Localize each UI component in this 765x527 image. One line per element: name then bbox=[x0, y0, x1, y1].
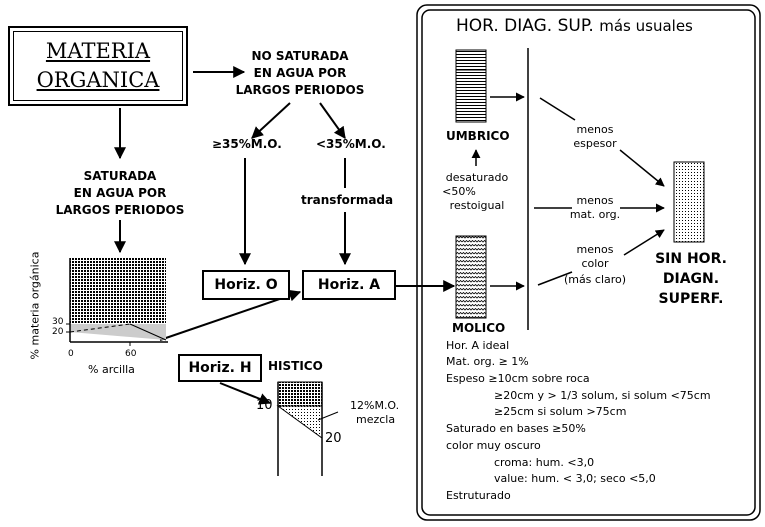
arrow-nosat-to-high bbox=[251, 102, 291, 139]
histico-bottom-depth: 20 bbox=[325, 431, 342, 446]
menos-matorg-1: menos bbox=[576, 194, 614, 207]
desaturado-line3: restoigual bbox=[449, 199, 505, 212]
histico-top-depth: 10 bbox=[256, 398, 273, 413]
molico-prop-6: color muy oscuro bbox=[446, 439, 541, 452]
sin-hor-line2: DIAGN. bbox=[662, 271, 720, 287]
menos-color-2: color bbox=[581, 257, 609, 270]
desaturado-line2: <50% bbox=[442, 185, 476, 198]
molico-label: MOLICO bbox=[452, 321, 506, 335]
desaturado-line1: desaturado bbox=[445, 171, 509, 184]
arrow-graph-to-a bbox=[159, 289, 302, 341]
materia-line1: MATERIA bbox=[45, 39, 151, 63]
sin-hor-line3: SUPERF. bbox=[658, 291, 724, 307]
transformada-label: transformada bbox=[301, 193, 394, 207]
graph-mo-arcilla bbox=[66, 258, 168, 346]
sin-hor-column bbox=[673, 161, 705, 243]
horiz-h-box: Horiz. H bbox=[178, 354, 262, 382]
no-saturada-line2: EN AGUA POR bbox=[253, 66, 347, 80]
histico-column bbox=[276, 381, 339, 476]
panel-title: HOR. DIAG. SUP. más usuales bbox=[456, 18, 693, 35]
materia-organica-box: MATERIA ORGANICA bbox=[8, 26, 188, 106]
mo-low-label: <35%M.O. bbox=[316, 137, 386, 151]
arrow-h-to-histico bbox=[219, 382, 272, 405]
arrow-espesor bbox=[619, 149, 665, 187]
no-saturada-line3: LARGOS PERIODOS bbox=[235, 83, 365, 97]
horiz-a-label: Horiz. A bbox=[317, 277, 381, 293]
menos-espesor-2: espesor bbox=[573, 137, 617, 150]
horiz-o-label: Horiz. O bbox=[214, 277, 278, 293]
menos-matorg-2: mat. org. bbox=[569, 208, 621, 221]
graph-ytick-30: 30 bbox=[52, 317, 64, 327]
no-saturada-line1: NO SATURADA bbox=[251, 49, 349, 63]
menos-color-1: menos bbox=[576, 243, 614, 256]
saturada-line2: EN AGUA POR bbox=[73, 186, 167, 200]
molico-prop-7: croma: hum. <3,0 bbox=[494, 456, 595, 469]
molico-prop-2: Espeso ≥10cm sobre roca bbox=[446, 372, 590, 385]
graph-ylabel: % materia orgánica bbox=[28, 251, 42, 360]
histico-note-mezcla: mezcla bbox=[356, 413, 396, 426]
molico-prop-5: Saturado en bases ≥50% bbox=[446, 422, 586, 435]
panel-title-sub: más usuales bbox=[599, 17, 693, 35]
umbrico-label: UMBRICO bbox=[446, 129, 510, 143]
arrow-nosat-to-low bbox=[319, 102, 346, 139]
histico-note-mo: 12%M.O. bbox=[350, 399, 400, 412]
molico-prop-0: Hor. A ideal bbox=[446, 339, 510, 352]
menos-espesor-1: menos bbox=[576, 123, 614, 136]
graph-transition-area bbox=[70, 324, 166, 340]
panel-title-main: HOR. DIAG. SUP. bbox=[456, 16, 594, 36]
sin-hor-line1: SIN HOR. bbox=[655, 251, 727, 267]
panel-inner-border bbox=[421, 9, 756, 516]
umbrico-column bbox=[455, 49, 487, 123]
histico-label: HISTICO bbox=[268, 359, 323, 373]
molico-prop-9: Estruturado bbox=[446, 489, 511, 502]
materia-line2: ORGANICA bbox=[36, 68, 160, 92]
panel-outer-border bbox=[416, 4, 761, 521]
graph-high-mo-area bbox=[70, 258, 166, 324]
graph-xtick-60: 60 bbox=[125, 349, 137, 359]
menos-color-3: (más claro) bbox=[563, 273, 627, 286]
molico-prop-4: ≥25cm si solum >75cm bbox=[494, 405, 627, 418]
arrow-espesor-start bbox=[539, 97, 576, 121]
horiz-a-box: Horiz. A bbox=[302, 270, 396, 300]
arrow-color bbox=[623, 229, 665, 256]
molico-prop-8: value: hum. < 3,0; seco <5,0 bbox=[494, 472, 656, 485]
graph-xtick-0: 0 bbox=[68, 349, 74, 359]
saturada-line3: LARGOS PERIODOS bbox=[55, 203, 185, 217]
arrow-color-start bbox=[537, 271, 573, 286]
molico-prop-1: Mat. org. ≥ 1% bbox=[446, 355, 529, 368]
horiz-h-label: Horiz. H bbox=[188, 360, 252, 376]
molico-column bbox=[455, 235, 487, 319]
saturada-line1: SATURADA bbox=[83, 169, 157, 183]
molico-prop-3: ≥20cm y > 1/3 solum, si solum <75cm bbox=[494, 389, 711, 402]
graph-xlabel: % arcilla bbox=[88, 363, 135, 376]
horiz-o-box: Horiz. O bbox=[202, 270, 290, 300]
mo-high-label: ≥35%M.O. bbox=[212, 137, 282, 151]
graph-ytick-20: 20 bbox=[52, 327, 64, 337]
